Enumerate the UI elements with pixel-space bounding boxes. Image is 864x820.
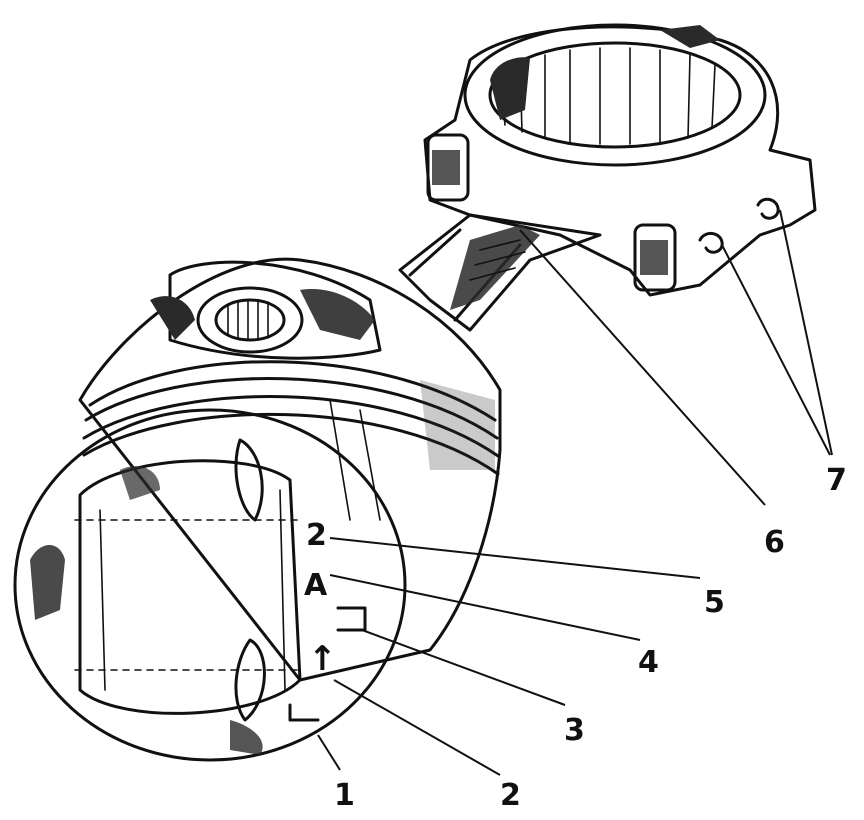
callout-4: 4 xyxy=(638,645,659,680)
piston-body xyxy=(78,257,502,682)
crown-mark-arrow: ↑ xyxy=(308,639,337,679)
bearing-shell-hatching xyxy=(499,47,716,145)
callout-1: 1 xyxy=(334,778,355,813)
piston-pin-hatching xyxy=(227,299,269,341)
callout-labels: 5 4 3 2 1 6 7 xyxy=(334,463,847,813)
leader-2 xyxy=(333,679,501,776)
callout-5: 5 xyxy=(704,585,725,620)
leader-1 xyxy=(317,734,341,771)
leader-7b xyxy=(779,209,833,456)
crown-mark-letter: A xyxy=(304,568,328,603)
crown-mark-number: 2 xyxy=(306,518,327,553)
callout-2: 2 xyxy=(500,778,521,813)
leader-4 xyxy=(329,574,641,641)
piston-crown: 2 A ↑ xyxy=(13,408,407,762)
leader-6 xyxy=(519,229,766,506)
callout-6: 6 xyxy=(764,525,785,560)
leader-3 xyxy=(361,629,566,706)
leader-lines xyxy=(317,209,833,776)
crown-bracket-mark xyxy=(336,606,367,632)
leader-7a xyxy=(721,244,831,456)
crown-corner-mark xyxy=(288,703,320,722)
leader-5 xyxy=(329,537,701,579)
callout-3: 3 xyxy=(564,713,585,748)
connecting-rod-shank xyxy=(398,213,602,332)
callout-7: 7 xyxy=(826,463,847,498)
connecting-rod-big-end xyxy=(423,23,817,297)
